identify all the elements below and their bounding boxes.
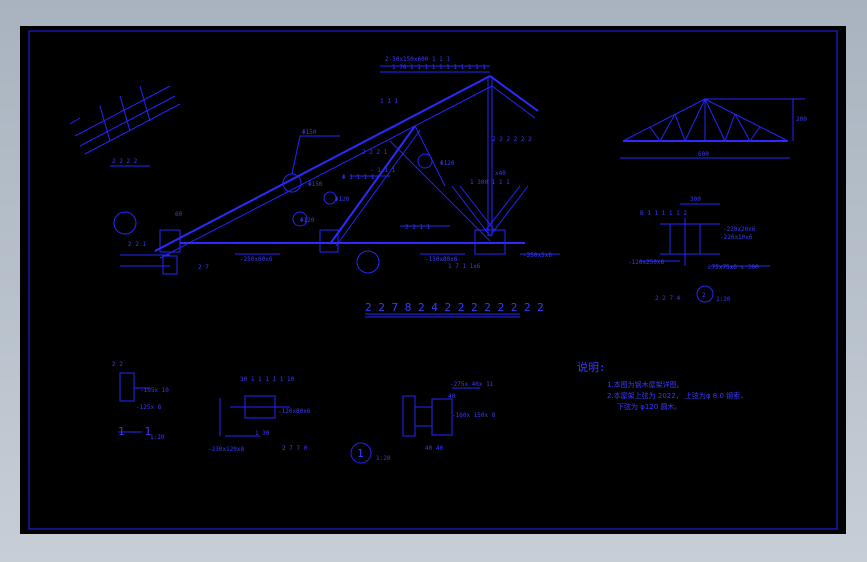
- bolt-detail-label-c: -230x120x8: [208, 446, 245, 453]
- slope-detail: 2 2 2 2: [69, 85, 181, 167]
- detail-2-label-e: L75x75x6 x 300: [708, 264, 759, 271]
- diameter-label-120c: Φ120: [300, 217, 315, 224]
- truss-detail-title: 2 2 7 8 2 4 2 2 2 2 2 2 2 2: [365, 301, 544, 314]
- member-label-111: 1 1 1: [380, 98, 398, 105]
- truss-elevation: 600 200: [620, 98, 807, 159]
- top-label-2: 1 70 1 1 1 1 1 1 1 1 1 1 1: [392, 64, 486, 71]
- notes-line-3: 下弦为 φ120 圆木。: [617, 402, 681, 411]
- rod-label-2: - 1 1 1: [370, 167, 396, 174]
- bolt-detail-label-a: 30 1 1 1 1 1 10: [240, 376, 295, 383]
- bolt-detail-label-e: 1 30: [255, 430, 270, 437]
- diameter-label-120a: Φ120: [440, 160, 455, 167]
- slope-detail-label: 2 2 2 2: [112, 158, 138, 165]
- section-1-1-label-a: 2 2: [112, 361, 123, 368]
- right-bottom-label-3: -250x5x6: [523, 252, 552, 259]
- detail-2-label-c: -220x10x6: [720, 234, 753, 241]
- detail-1: -275x 40x 11 -160x 150x 8 40 40 40 1 1:2…: [350, 381, 496, 464]
- bolt-detail-label-b: -120x80x6: [278, 408, 311, 415]
- right-bottom-label: 2 2 1 1: [405, 224, 431, 231]
- bolt-detail: 30 1 1 1 1 1 10 -120x80x6 -230x120x8 2 7…: [208, 376, 311, 453]
- right-bottom-label-2: 1 7 1 1x6: [448, 263, 481, 270]
- detail-2-caption: 2 2 7 4: [655, 295, 681, 302]
- detail-1-label-b: -160x 150x 8: [452, 412, 496, 419]
- main-truss-detail: 2-50x150x600 1 1 1 1 70 1 1 1 1 1 1 1 1 …: [113, 56, 560, 318]
- detail-2-top: 300: [690, 196, 701, 203]
- top-label-1: 2-50x150x600 1 1 1: [385, 56, 450, 63]
- inner-border: [28, 30, 838, 530]
- notes-block: 说明: 1.本图为钢木屋架详图。 2.本屋架上弦为 2022， 上弦为φ 8.0…: [577, 360, 747, 411]
- notes-line-1: 1.本图为钢木屋架详图。: [607, 380, 684, 389]
- notes-line-2: 2.本屋架上弦为 2022， 上弦为φ 8.0 钢索，: [607, 391, 747, 400]
- detail-2-label-b: -220x20x6: [723, 226, 756, 233]
- member-label-222222: 2 2 2 2 2 2: [492, 136, 532, 143]
- left-support-label: 2 2 1: [128, 241, 146, 248]
- detail-1-label-d: 40 40: [425, 445, 443, 452]
- section-1-1-caption: 1 - 1: [118, 425, 151, 438]
- detail-2: 300 B 1 1 1 1 1 2 -220x20x6 -220x10x6 -1…: [628, 196, 770, 303]
- detail-1-scale: 1:20: [376, 455, 391, 462]
- section-1-1-label-c: -125x 8: [136, 404, 162, 411]
- notes-heading: 说明:: [577, 360, 606, 374]
- left-bottom-label: -250x60x6: [240, 256, 273, 263]
- mid-bottom-label: -150x80x6: [425, 256, 458, 263]
- section-1-1-label-b: -195x 10: [140, 387, 169, 394]
- section-1-1-scale: 1:20: [150, 434, 165, 441]
- detail-1-label-c: 40: [448, 393, 456, 400]
- drawing-canvas: 2-50x150x600 1 1 1 1 70 1 1 1 1 1 1 1 1 …: [20, 26, 846, 534]
- detail-2-label-a: B 1 1 1 1 1 2: [640, 210, 687, 217]
- dim-300-label: 1 300 1 1 1: [470, 179, 510, 186]
- span-dimension: 600: [698, 151, 709, 158]
- height-dimension: 200: [796, 116, 807, 123]
- dim-60-label: 60: [175, 211, 183, 218]
- detail-2-number: 2: [702, 292, 706, 299]
- detail-1-number: 1: [357, 447, 364, 460]
- x40-label: x40: [495, 170, 506, 177]
- bolt-detail-label-d: 2 7 7 0: [282, 445, 308, 452]
- diameter-label-150: Φ150: [302, 129, 317, 136]
- detail-2-scale: 1:20: [716, 296, 731, 303]
- left-support-label-2: 2 7: [198, 264, 209, 271]
- detail-rail-label: 2 2 2 1: [362, 149, 388, 156]
- detail-1-label-a: -275x 40x 11: [450, 381, 494, 388]
- section-1-1: 2 2 -195x 10 -125x 8 1 - 1 1:20: [112, 361, 169, 441]
- diameter-label-120b: Φ120: [335, 196, 350, 203]
- diameter-label-150b: Φ150: [308, 181, 323, 188]
- detail-2-label-d: -120x250x8: [628, 259, 665, 266]
- rod-label: Φ 1 1 1 1: [342, 174, 375, 181]
